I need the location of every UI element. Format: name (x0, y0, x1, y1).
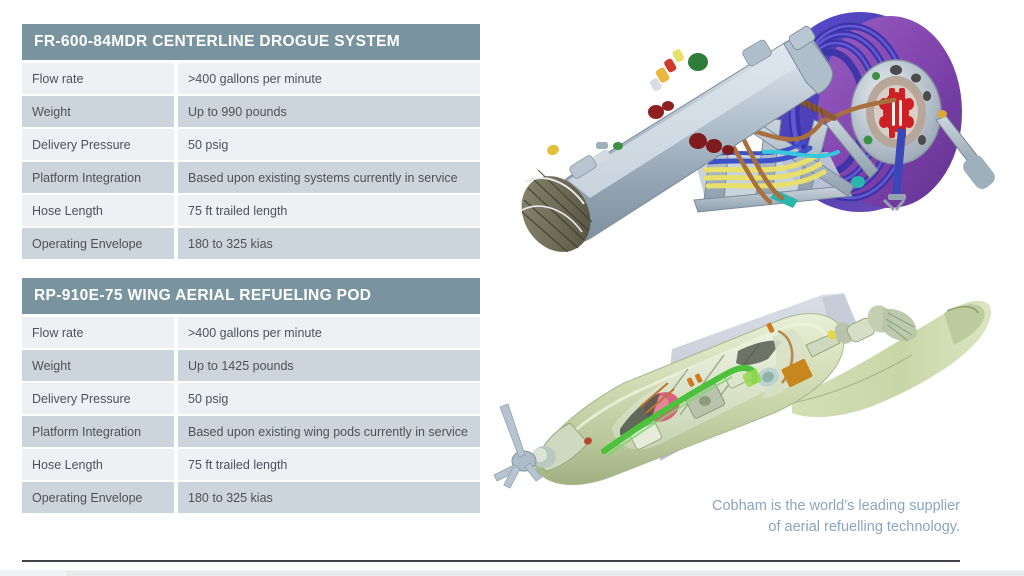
table-row: Operating Envelope 180 to 325 kias (22, 228, 480, 259)
row-label: Delivery Pressure (22, 383, 174, 414)
table-row: Flow rate >400 gallons per minute (22, 317, 480, 348)
row-label: Flow rate (22, 317, 174, 348)
tagline: Cobham is the world’s leading supplier o… (630, 496, 960, 538)
table-row: Weight Up to 990 pounds (22, 96, 480, 127)
row-value: 50 psig (178, 129, 480, 160)
spec-table-pod-rows: Flow rate >400 gallons per minute Weight… (22, 317, 480, 513)
bulkhead-ring (742, 329, 813, 398)
row-value: 180 to 325 kias (178, 228, 480, 259)
footer-divider (22, 560, 960, 562)
row-label: Operating Envelope (22, 228, 174, 259)
row-value: Based upon existing wing pods currently … (178, 416, 480, 447)
row-label: Hose Length (22, 195, 174, 226)
spec-table-drogue: FR-600-84MDR CENTERLINE DROGUE SYSTEM Fl… (22, 24, 480, 259)
row-label: Operating Envelope (22, 482, 174, 513)
row-label: Platform Integration (22, 416, 174, 447)
tail-section (791, 300, 992, 418)
row-value: Up to 990 pounds (178, 96, 480, 127)
row-label: Platform Integration (22, 162, 174, 193)
table-row: Delivery Pressure 50 psig (22, 129, 480, 160)
tagline-line-1: Cobham is the world’s leading supplier (712, 498, 960, 514)
row-value: 50 psig (178, 383, 480, 414)
spec-table-pod-title: RP-910E-75 WING AERIAL REFUELING POD (22, 278, 480, 314)
table-row: Weight Up to 1425 pounds (22, 350, 480, 381)
table-row: Platform Integration Based upon existing… (22, 416, 480, 447)
spec-table-drogue-rows: Flow rate >400 gallons per minute Weight… (22, 63, 480, 259)
blue-strut (882, 128, 906, 212)
row-label: Flow rate (22, 63, 174, 94)
row-value: Based upon existing systems currently in… (178, 162, 480, 193)
row-value: Up to 1425 pounds (178, 350, 480, 381)
footer-band-inner (66, 571, 1024, 576)
table-row: Delivery Pressure 50 psig (22, 383, 480, 414)
rear-support-arm (935, 110, 995, 189)
reel-drive (805, 305, 917, 358)
table-row: Flow rate >400 gallons per minute (22, 63, 480, 94)
spec-table-pod: RP-910E-75 WING AERIAL REFUELING POD Flo… (22, 278, 480, 513)
row-value: 180 to 325 kias (178, 482, 480, 513)
table-row: Platform Integration Based upon existing… (22, 162, 480, 193)
table-row: Hose Length 75 ft trailed length (22, 449, 480, 480)
tagline-line-2: of aerial refuelling technology. (768, 519, 960, 535)
centerline-drogue-system-render (498, 0, 1024, 252)
table-row: Hose Length 75 ft trailed length (22, 195, 480, 226)
drogue-basket (521, 169, 593, 252)
equipment-bay (601, 322, 802, 456)
row-label: Weight (22, 96, 174, 127)
spec-table-drogue-title: FR-600-84MDR CENTERLINE DROGUE SYSTEM (22, 24, 480, 60)
row-value: 75 ft trailed length (178, 449, 480, 480)
tube-fittings (547, 39, 772, 179)
wing-refueling-pod-render (492, 285, 1024, 490)
row-value: >400 gallons per minute (178, 63, 480, 94)
row-value: 75 ft trailed length (178, 195, 480, 226)
row-label: Weight (22, 350, 174, 381)
row-value: >400 gallons per minute (178, 317, 480, 348)
row-label: Hose Length (22, 449, 174, 480)
row-label: Delivery Pressure (22, 129, 174, 160)
table-row: Operating Envelope 180 to 325 kias (22, 482, 480, 513)
ram-air-turbine (493, 403, 589, 489)
